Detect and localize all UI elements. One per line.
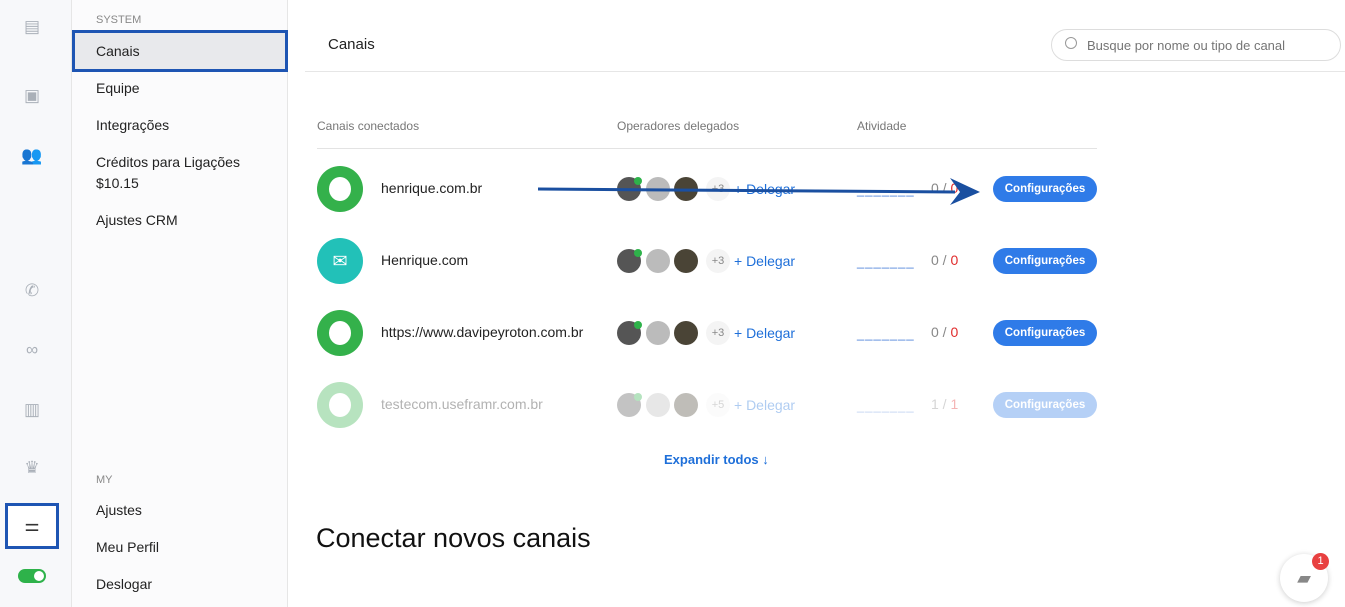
- activity-a: 0: [931, 252, 939, 268]
- section-system: SYSTEM: [96, 14, 142, 26]
- chat-badge: 1: [1312, 553, 1329, 570]
- activity-a: 0: [931, 180, 939, 196]
- creditos-balance: $10.15: [96, 175, 139, 191]
- binoculars-icon[interactable]: ∞: [25, 340, 39, 359]
- activity-b: 0: [950, 252, 959, 268]
- divider: [317, 148, 1097, 149]
- header: Canais: [305, 0, 1345, 72]
- creditos-label: Créditos para Ligações: [96, 154, 240, 170]
- chat-channel-icon: [317, 166, 363, 212]
- activity-sparkline: _______: [857, 398, 915, 413]
- operator-avatar: [674, 393, 698, 417]
- connect-title: Conectar novos canais: [316, 523, 591, 553]
- operator-avatar: [674, 249, 698, 273]
- chat-channel-icon: [317, 382, 363, 428]
- delegate-link[interactable]: + Delegar: [734, 181, 796, 197]
- conversations-icon[interactable]: ▤: [23, 17, 41, 36]
- sidebar-item-meu-perfil[interactable]: Meu Perfil: [96, 539, 160, 555]
- configuracoes-button[interactable]: Configurações: [993, 392, 1097, 418]
- more-operators[interactable]: +3: [706, 321, 730, 345]
- operator-avatar: [646, 321, 670, 345]
- section-my: MY: [96, 474, 113, 486]
- chat-channel-icon: [317, 310, 363, 356]
- activity-b: 0: [950, 324, 959, 340]
- sidebar-item-equipe[interactable]: Equipe: [96, 80, 140, 96]
- online-dot: [634, 321, 642, 329]
- channel-name: https://www.davipeyroton.com.br: [381, 324, 584, 340]
- more-operators[interactable]: +3: [706, 249, 730, 273]
- activity-sparkline: _______: [857, 254, 915, 269]
- settings-sidebar: SYSTEM Canais Equipe Integrações Crédito…: [72, 0, 288, 607]
- activity-b: 1: [950, 396, 959, 412]
- delegate-link[interactable]: + Delegar: [734, 253, 796, 269]
- page-title: Canais: [328, 36, 375, 53]
- online-dot: [634, 177, 642, 185]
- sidebar-item-deslogar[interactable]: Deslogar: [96, 576, 153, 592]
- configuracoes-button[interactable]: Configurações: [993, 176, 1097, 202]
- phone-icon[interactable]: ✆: [24, 281, 40, 300]
- email-channel-icon: [317, 238, 363, 284]
- online-dot: [634, 249, 642, 257]
- contacts-icon[interactable]: ▣: [23, 86, 41, 105]
- status-toggle[interactable]: [18, 569, 46, 583]
- activity-b: 0: [950, 180, 959, 196]
- channel-row: https://www.davipeyroton.com.br +3 + Del…: [317, 310, 1107, 360]
- operator-avatar: [617, 393, 641, 417]
- channel-name: henrique.com.br: [381, 180, 483, 196]
- more-operators[interactable]: +5: [706, 393, 730, 417]
- configuracoes-button[interactable]: Configurações: [993, 248, 1097, 274]
- expand-all-link[interactable]: Expandir todos ↓: [664, 452, 769, 467]
- activity-count: 0 / 0: [931, 252, 959, 268]
- operator-avatar: [646, 393, 670, 417]
- activity-count: 1 / 1: [931, 396, 959, 412]
- channel-row: testecom.useframr.com.br +5 + Delegar __…: [317, 382, 1107, 432]
- crown-icon[interactable]: ♛: [24, 458, 40, 477]
- activity-a: 0: [931, 324, 939, 340]
- col-canais: Canais conectados: [317, 119, 420, 133]
- delegate-link[interactable]: + Delegar: [734, 325, 796, 341]
- reports-icon[interactable]: ▥: [23, 400, 41, 419]
- activity-count: 0 / 0: [931, 324, 959, 340]
- icon-rail: ▤ ▣ 👥 ✆ ∞ ▥ ♛ ⚌: [0, 0, 72, 607]
- configuracoes-button[interactable]: Configurações: [993, 320, 1097, 346]
- team-icon[interactable]: 👥: [21, 146, 43, 165]
- chat-icon: ▰: [1297, 567, 1311, 588]
- delegate-link[interactable]: + Delegar: [734, 397, 796, 413]
- sidebar-item-canais[interactable]: Canais: [72, 30, 288, 72]
- sidebar-item-ajustes-crm[interactable]: Ajustes CRM: [96, 212, 178, 228]
- activity-sparkline: _______: [857, 182, 915, 197]
- search-icon: [1065, 37, 1077, 49]
- online-dot: [634, 393, 642, 401]
- channel-row: Henrique.com +3 + Delegar _______ 0 / 0 …: [317, 238, 1107, 288]
- operator-avatar: [674, 321, 698, 345]
- sidebar-item-integracoes[interactable]: Integrações: [96, 117, 170, 133]
- activity-sparkline: _______: [857, 326, 915, 341]
- channel-name: testecom.useframr.com.br: [381, 396, 543, 412]
- operator-avatar: [646, 249, 670, 273]
- sidebar-item-creditos[interactable]: Créditos para Ligações $10.15: [96, 152, 240, 194]
- activity-a: 1: [931, 396, 939, 412]
- activity-count: 0 / 0: [931, 180, 959, 196]
- search-input[interactable]: [1051, 29, 1341, 61]
- col-operadores: Operadores delegados: [617, 119, 740, 133]
- channel-name: Henrique.com: [381, 252, 469, 268]
- sidebar-item-ajustes[interactable]: Ajustes: [96, 502, 142, 518]
- col-atividade: Atividade: [857, 119, 907, 133]
- settings-sliders-icon[interactable]: ⚌: [5, 503, 59, 549]
